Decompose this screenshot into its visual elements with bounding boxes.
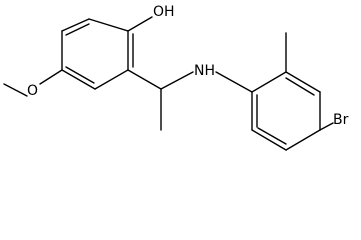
bond [88,18,129,32]
bond [127,16,153,32]
bond [251,129,287,151]
bond [39,69,63,85]
methoxy-oxygen-label: O [27,83,38,99]
bond [285,77,315,96]
bond [61,18,90,32]
bond [3,83,28,97]
bond [215,71,253,93]
bond [285,129,321,151]
bond [319,122,334,131]
bond [94,69,129,90]
hydroxyl-label: OH [153,4,175,20]
bond [61,69,96,90]
bond [127,69,162,90]
bond [285,71,321,93]
bond [65,23,90,36]
phenol-ring [61,18,134,90]
bond [251,71,287,93]
bond [257,127,287,145]
bromine-label: Br [333,112,349,128]
bond [65,66,95,84]
chemical-structure: OH O NH Br [3,4,349,151]
bond [160,71,194,90]
amine-label: NH [194,63,215,79]
aniline-ring [251,71,321,151]
